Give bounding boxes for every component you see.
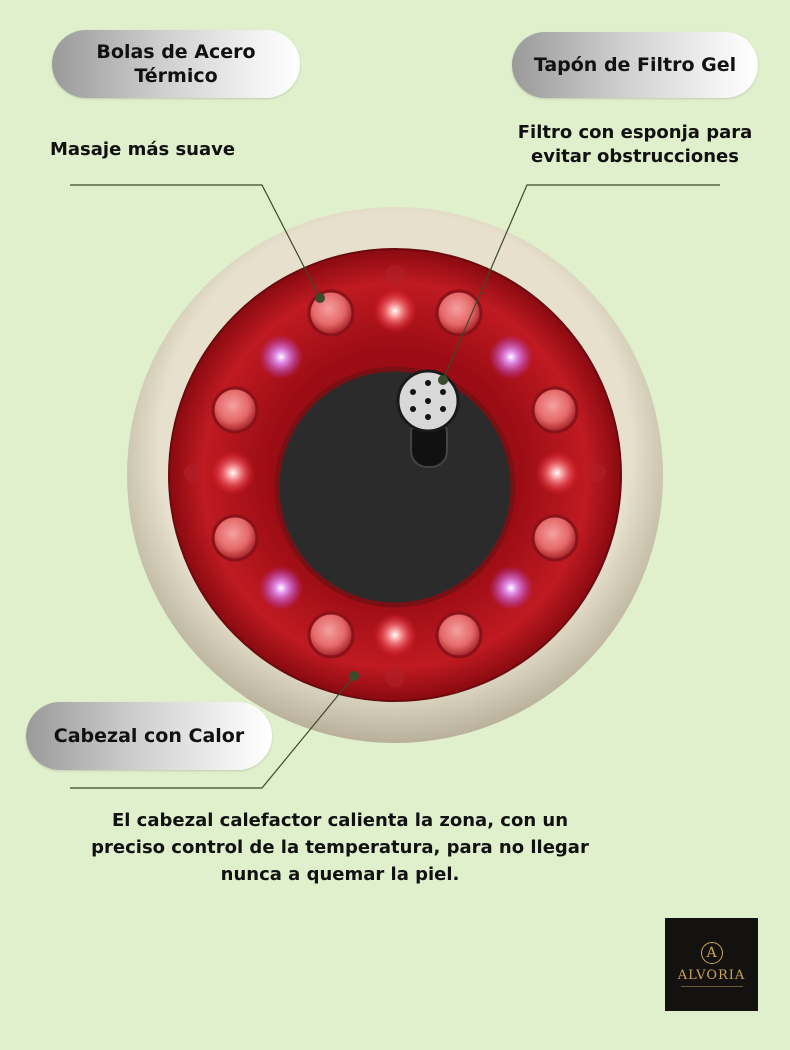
filter-cap-description-line2: evitar obstrucciones [531,146,739,167]
purple-leds [259,335,533,610]
steel-balls-title-line2: Térmico [134,65,218,87]
alvoria-logo: A ALVORIA [665,918,758,1011]
logo-divider [680,986,743,987]
brand-name: ALVORIA [677,968,746,983]
steel-balls-label: Bolas de Acero Térmico [52,30,300,98]
steel-balls-title-line1: Bolas de Acero [96,41,256,63]
heated-head-description: El cabezal calefactor calienta la zona, … [40,807,640,888]
filter-cap [396,369,460,468]
heated-head-description-line1: El cabezal calefactor calienta la zona, … [111,810,569,831]
massager-head-illustration [127,207,663,743]
steel-balls [184,265,606,687]
center-plate [274,366,516,608]
heated-head-description-line3: nunca a quemar la piel. [220,864,460,885]
filter-cap-description-line1: Filtro con esponja para [517,122,753,143]
heated-head-description-line2: preciso control de la temperatura, para … [91,837,589,858]
laurel-monogram-icon: A [700,942,723,964]
filter-cap-title: Tapón de Filtro Gel [533,54,737,76]
steel-balls-description: Masaje más suave [50,139,236,160]
filter-cap-label: Tapón de Filtro Gel [512,32,758,98]
heated-head-label: Cabezal con Calor [26,702,272,770]
filter-cap-description: Filtro con esponja para evitar obstrucci… [490,121,780,169]
red-leds [211,289,579,657]
heated-head-title: Cabezal con Calor [53,725,245,747]
